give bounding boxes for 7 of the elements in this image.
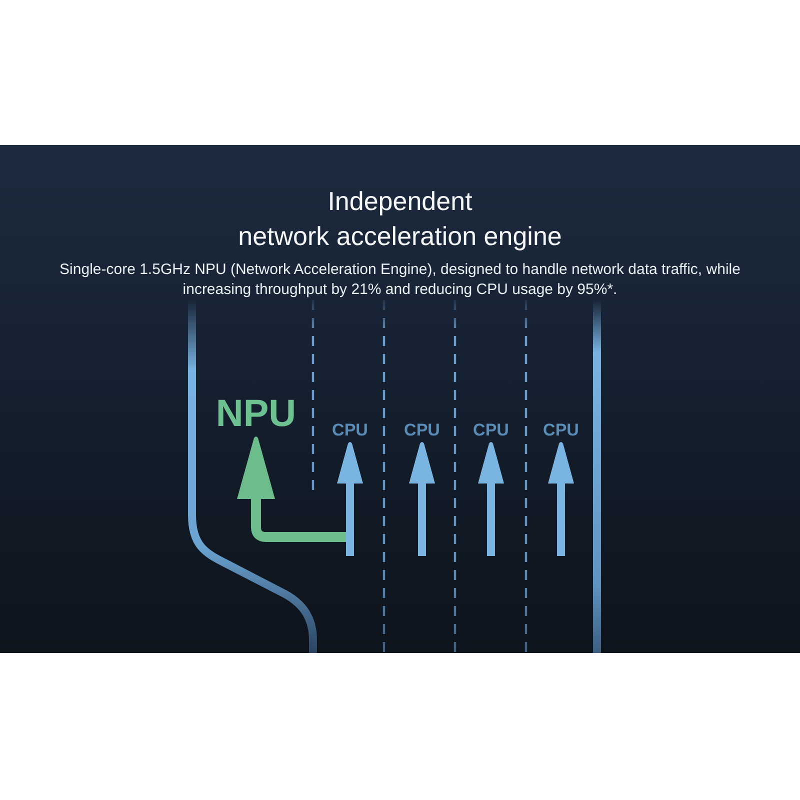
processor-label: CPU [543, 422, 579, 438]
processor-label: CPU [473, 422, 509, 438]
processor-label: NPU [216, 395, 296, 433]
description-text: Single-core 1.5GHz NPU (Network Acceleration Engine), designed to handle network data traffic, while increasing throughput by 21% and reducing CPU usage by 95%*. [58, 260, 742, 300]
title: Independent network acceleration engine [237, 185, 563, 253]
processor-label: CPU [404, 422, 440, 438]
processor-label: CPU [332, 422, 368, 438]
